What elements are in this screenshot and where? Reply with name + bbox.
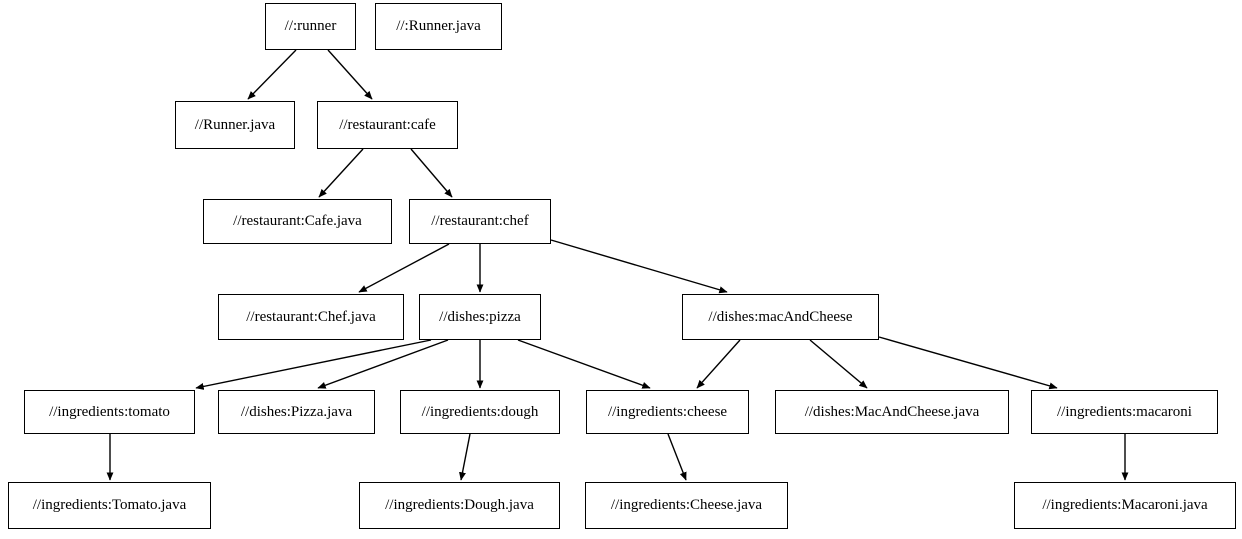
graph-node-label: //ingredients:Tomato.java [32, 497, 187, 513]
graph-node[interactable]: //ingredients:tomato [24, 390, 195, 434]
graph-node-label: //:Runner.java [396, 18, 481, 34]
graph-node[interactable]: //ingredients:Macaroni.java [1014, 482, 1236, 529]
graph-node[interactable]: //dishes:MacAndCheese.java [775, 390, 1009, 434]
graph-edge [317, 339, 449, 389]
graph-node[interactable]: //ingredients:Cheese.java [585, 482, 788, 529]
graph-node[interactable]: //restaurant:Chef.java [218, 294, 404, 340]
graph-node-label: //restaurant:Chef.java [246, 308, 376, 325]
graph-node[interactable]: //:Runner.java [375, 3, 502, 50]
graph-edge [878, 336, 1058, 390]
graph-edge [327, 49, 373, 100]
graph-edge [696, 339, 741, 389]
graph-node[interactable]: //dishes:pizza [419, 294, 541, 340]
graph-node[interactable]: //ingredients:Tomato.java [8, 482, 211, 529]
graph-node[interactable]: //Runner.java [175, 101, 295, 149]
graph-node-label: //:runner [284, 18, 337, 34]
graph-node-label: //ingredients:Macaroni.java [1042, 497, 1208, 513]
graph-node-label: //ingredients:macaroni [1057, 403, 1192, 420]
graph-node[interactable]: //restaurant:cafe [317, 101, 458, 149]
graph-node-label: //ingredients:cheese [607, 403, 728, 420]
graph-edge [195, 339, 432, 390]
graph-edge [809, 339, 868, 389]
graph-node-label: //ingredients:tomato [49, 403, 170, 420]
graph-node[interactable]: //:runner [265, 3, 356, 50]
graph-node-label: //restaurant:cafe [339, 116, 436, 133]
graph-node-label: //dishes:macAndCheese [708, 308, 853, 325]
graph-node[interactable]: //restaurant:chef [409, 199, 551, 244]
graph-edge [410, 148, 453, 198]
graph-edge [667, 433, 687, 481]
graph-node-label: //ingredients:dough [421, 403, 539, 420]
graph-node[interactable]: //dishes:Pizza.java [218, 390, 375, 434]
graph-node-label: //restaurant:chef [431, 213, 529, 229]
graph-edge [517, 339, 651, 389]
graph-node-label: //ingredients:Dough.java [385, 497, 534, 513]
graph-edge [247, 49, 297, 100]
graph-node-label: //dishes:pizza [439, 308, 521, 325]
graph-node[interactable]: //restaurant:Cafe.java [203, 199, 392, 244]
graph-edge [459, 433, 471, 481]
graph-node-label: //Runner.java [194, 116, 276, 133]
graph-edge [318, 148, 364, 198]
graph-edge [550, 239, 728, 294]
graph-node-label: //restaurant:Cafe.java [233, 213, 362, 229]
graph-node[interactable]: //dishes:macAndCheese [682, 294, 879, 340]
graph-node[interactable]: //ingredients:dough [400, 390, 560, 434]
graph-node-label: //ingredients:Cheese.java [610, 497, 763, 513]
graph-edge [358, 243, 450, 293]
graph-node-label: //dishes:Pizza.java [240, 403, 353, 420]
graph-node-label: //dishes:MacAndCheese.java [804, 403, 980, 420]
graph-node[interactable]: //ingredients:cheese [586, 390, 749, 434]
graph-node[interactable]: //ingredients:Dough.java [359, 482, 560, 529]
graph-node[interactable]: //ingredients:macaroni [1031, 390, 1218, 434]
